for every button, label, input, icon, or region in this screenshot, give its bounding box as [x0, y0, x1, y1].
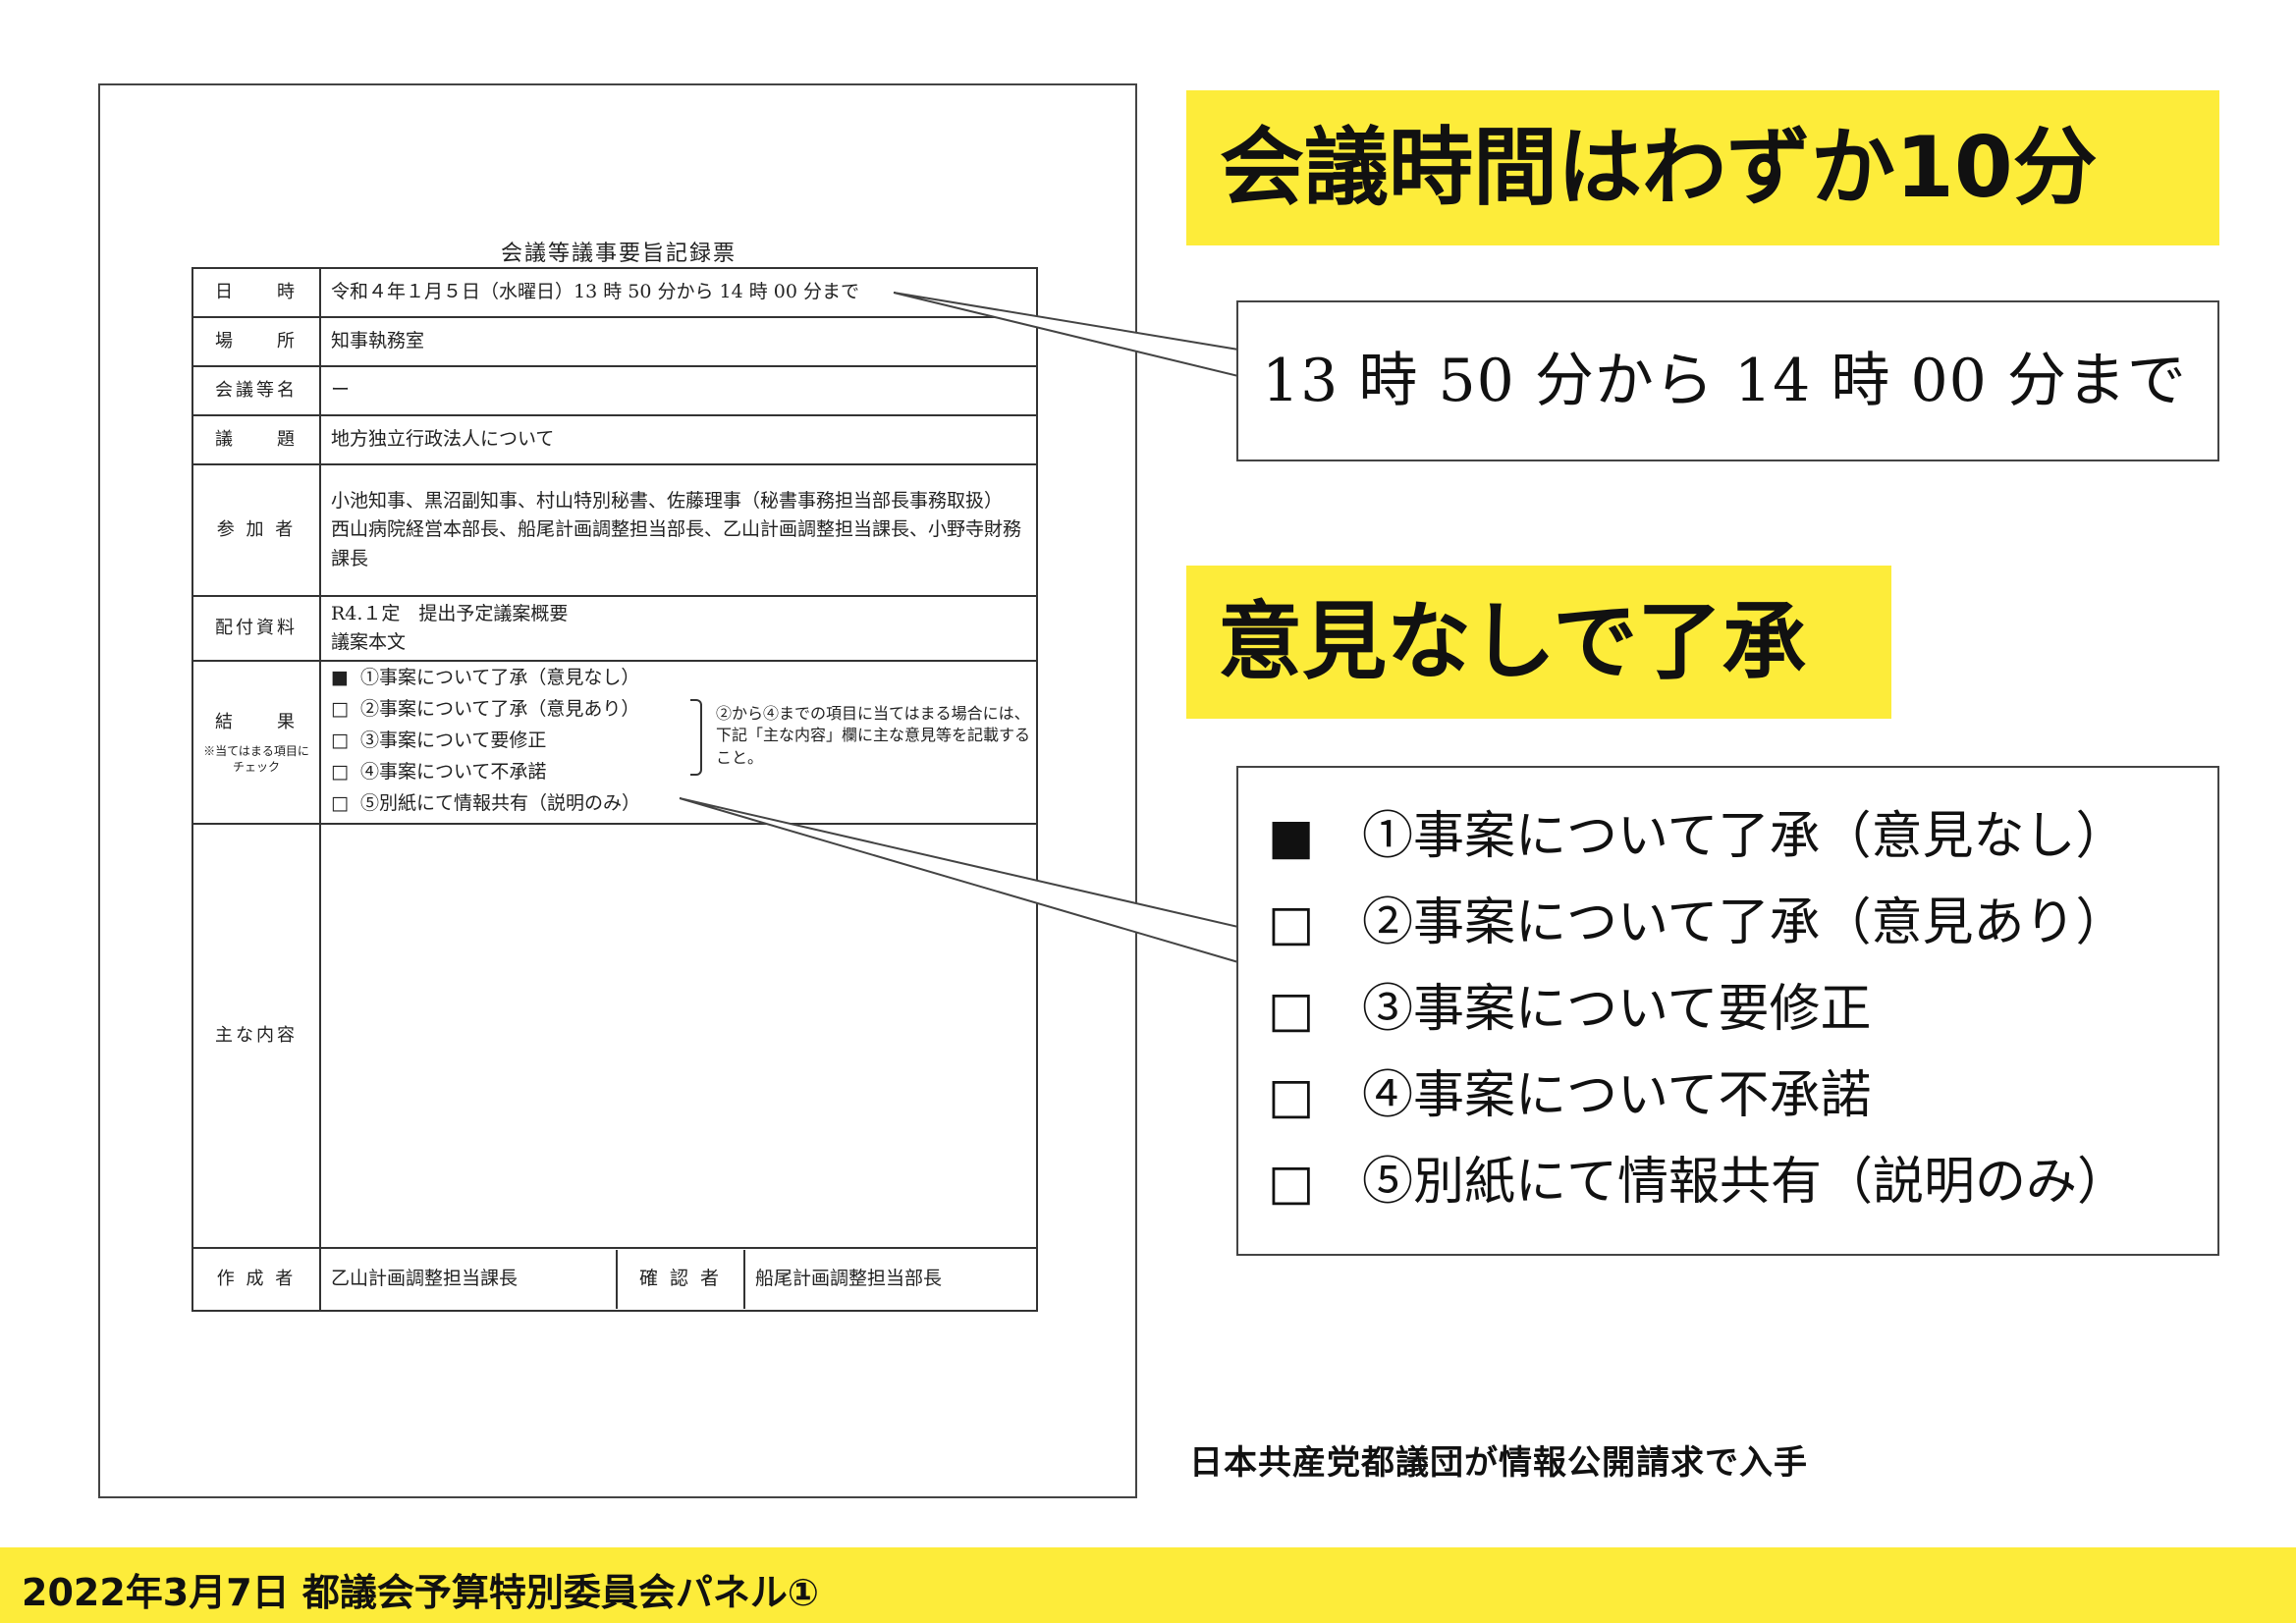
- attendees-value: 小池知事、黒沼副知事、村山特別秘書、佐藤理事（秘書事務担当部長事務取扱） 西山病…: [319, 463, 1038, 597]
- result-label-text: 結 果: [215, 712, 298, 733]
- checkbox-filled-icon: ■: [331, 667, 349, 688]
- checkbox-filled-icon: ■: [1268, 808, 1315, 865]
- materials-line-2: 議案本文: [331, 631, 407, 653]
- table-row: 作 成 者 乙山計画調整担当課長 確 認 者 船尾計画調整担当部長: [191, 1247, 1038, 1312]
- zoom-result-row: □ ②事案について了承（意見あり）: [1268, 880, 2217, 966]
- zoom-result-text: ①事案について了承（意見なし）: [1362, 807, 2127, 866]
- confirmer-label: 確 認 者: [618, 1250, 745, 1309]
- agenda-label: 議 題: [191, 414, 321, 465]
- callout-pointer-result: [679, 797, 1239, 964]
- place-label: 場 所: [191, 316, 321, 367]
- place-value: 知事執務室: [319, 316, 1038, 367]
- attendees-label: 参 加 者: [191, 463, 321, 597]
- result-option-text: ⑤別紙にて情報共有（説明のみ）: [360, 792, 641, 814]
- meeting-name-value: ー: [319, 365, 1038, 416]
- author-label: 作 成 者: [191, 1247, 321, 1312]
- result-note: ②から④までの項目に当てはまる場合には、下記「主な内容」欄に主な意見等を記載する…: [716, 704, 1031, 767]
- materials-line-1: R4.１定 提出予定議案概要: [331, 602, 569, 624]
- checkbox-empty-icon: □: [1268, 894, 1315, 951]
- attendees-line-1: 小池知事、黒沼副知事、村山特別秘書、佐藤理事（秘書事務担当部長事務取扱）: [331, 489, 1004, 512]
- table-row: 主な内容: [191, 823, 1038, 1249]
- headline-approval: 意見なしで了承: [1186, 566, 1891, 719]
- table-row: 日 時 令和４年１月５日（水曜日）13 時 50 分から 14 時 00 分まで: [191, 267, 1038, 318]
- table-row: 参 加 者 小池知事、黒沼副知事、村山特別秘書、佐藤理事（秘書事務担当部長事務取…: [191, 463, 1038, 597]
- result-option: □ ④事案について不承諾: [331, 758, 546, 786]
- author-value: 乙山計画調整担当課長: [321, 1250, 618, 1309]
- table-row: 配付資料 R4.１定 提出予定議案概要 議案本文: [191, 595, 1038, 662]
- document-title: 会議等議事要旨記録票: [500, 242, 737, 266]
- bracket-icon: [690, 699, 702, 776]
- zoom-result-row: □ ④事案について不承諾: [1268, 1053, 2217, 1139]
- datetime-value: 令和４年１月５日（水曜日）13 時 50 分から 14 時 00 分まで: [319, 267, 1038, 318]
- record-table: 日 時 令和４年１月５日（水曜日）13 時 50 分から 14 時 00 分まで…: [191, 267, 1038, 1312]
- source-note: 日本共産党都議団が情報公開請求で入手: [1189, 1443, 1808, 1483]
- materials-label: 配付資料: [191, 595, 321, 662]
- meeting-name-label: 会議等名: [191, 365, 321, 416]
- zoom-result-row: □ ③事案について要修正: [1268, 966, 2217, 1053]
- result-option-text: ③事案について要修正: [360, 730, 547, 751]
- result-option: □ ②事案について了承（意見あり）: [331, 695, 639, 724]
- checkbox-empty-icon: □: [331, 792, 349, 814]
- content-value: [319, 823, 1038, 1249]
- result-option-text: ②事案について了承（意見あり）: [360, 698, 640, 720]
- materials-value: R4.１定 提出予定議案概要 議案本文: [319, 595, 1038, 662]
- result-sub-label: ※当てはまる項目にチェック: [203, 744, 309, 774]
- attendees-line-2: 西山病院経営本部長、船尾計画調整担当部長、乙山計画調整担当課長、小野寺財務課長: [331, 518, 1022, 569]
- result-option-text: ①事案について了承（意見なし）: [360, 667, 640, 688]
- result-label: 結 果 ※当てはまる項目にチェック: [191, 660, 321, 825]
- zoom-result-row: □ ⑤別紙にて情報共有（説明のみ）: [1268, 1139, 2217, 1225]
- table-row: 場 所 知事執務室: [191, 316, 1038, 367]
- zoom-time-box: 13 時 50 分から 14 時 00 分まで: [1236, 300, 2219, 461]
- signoff-cell: 乙山計画調整担当課長 確 認 者 船尾計画調整担当部長: [319, 1247, 1038, 1312]
- confirmer-value: 船尾計画調整担当部長: [755, 1268, 943, 1290]
- checkbox-empty-icon: □: [1268, 981, 1315, 1038]
- result-option: □ ⑤別紙にて情報共有（説明のみ）: [331, 789, 640, 818]
- headline-meeting-time: 会議時間はわずか10分: [1186, 90, 2219, 245]
- result-value: ■ ①事案について了承（意見なし） □ ②事案について了承（意見あり） □ ③事案につ…: [319, 660, 1038, 825]
- zoom-result-text: ③事案について要修正: [1362, 980, 1872, 1039]
- table-row: 会議等名 ー: [191, 365, 1038, 416]
- zoom-result-row: ■ ①事案について了承（意見なし）: [1268, 793, 2217, 880]
- content-label: 主な内容: [191, 823, 321, 1249]
- datetime-label: 日 時: [191, 267, 321, 318]
- footer-bar: 2022年3月7日 都議会予算特別委員会パネル①: [0, 1547, 2296, 1623]
- result-option: □ ③事案について要修正: [331, 727, 546, 755]
- callout-pointer-time: [893, 292, 1239, 378]
- result-option: ■ ①事案について了承（意見なし）: [331, 664, 639, 692]
- checkbox-empty-icon: □: [1268, 1067, 1315, 1124]
- result-option-text: ④事案について不承諾: [360, 761, 547, 783]
- checkbox-empty-icon: □: [331, 698, 349, 720]
- zoom-result-text: ②事案について了承（意見あり）: [1362, 893, 2127, 952]
- zoom-result-text: ④事案について不承諾: [1362, 1066, 1872, 1125]
- zoom-result-box: ■ ①事案について了承（意見なし） □ ②事案について了承（意見あり） □ ③事案につ…: [1236, 766, 2219, 1256]
- checkbox-empty-icon: □: [331, 730, 349, 751]
- footer-caption: 2022年3月7日 都議会予算特別委員会パネル①: [22, 1571, 820, 1614]
- zoom-result-text: ⑤別紙にて情報共有（説明のみ）: [1362, 1153, 2129, 1212]
- agenda-value: 地方独立行政法人について: [319, 414, 1038, 465]
- table-row: 結 果 ※当てはまる項目にチェック ■ ①事案について了承（意見なし） □ ②事案に…: [191, 660, 1038, 825]
- checkbox-empty-icon: □: [1268, 1154, 1315, 1211]
- table-row: 議 題 地方独立行政法人について: [191, 414, 1038, 465]
- checkbox-empty-icon: □: [331, 761, 349, 783]
